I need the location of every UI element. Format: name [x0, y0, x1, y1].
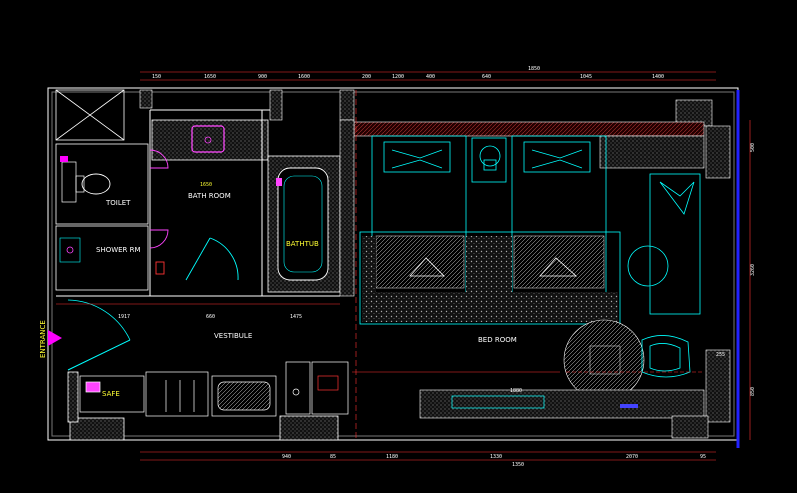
dim-top-9: 1400: [652, 74, 664, 80]
dim-top-3: 1600: [298, 74, 310, 80]
blue-mark: [620, 404, 638, 408]
room-label-shower: SHOWER RM: [96, 246, 141, 254]
window-bench-bottom: [419, 389, 705, 419]
nightstand: [471, 137, 507, 183]
wall-columns-right: [671, 125, 731, 439]
shaft-box: [55, 89, 125, 141]
dim-bottom-0: 940: [282, 454, 291, 460]
dim-bottom-3: 1330: [490, 454, 502, 460]
room-label-bath-room: BATH ROOM: [188, 192, 231, 200]
dim-bottom-1: 85: [330, 454, 336, 460]
dim-bottom-5: 1350: [512, 462, 524, 468]
dim-right-2: 850: [750, 387, 756, 396]
sink-basin: [191, 125, 225, 153]
dim-mid-3: 1650: [200, 182, 212, 188]
dim-mid-4: 1880: [510, 388, 522, 394]
dim-right-0: 500: [750, 143, 756, 152]
entrance-wall-bottom: [67, 371, 339, 441]
wall-column-mid: [339, 119, 355, 297]
armchair: [641, 335, 691, 378]
dim-right-1: 3260: [750, 264, 756, 276]
bathtub: [267, 155, 341, 293]
dim-bottom-4: 2070: [626, 454, 638, 460]
room-label-safe: SAFE: [102, 390, 120, 398]
dim-mid-0: 1917: [118, 314, 130, 320]
dim-top-1: 1650: [204, 74, 216, 80]
vanity-counter: [151, 119, 269, 161]
bedroom-carpet: [359, 231, 621, 325]
bathroom-doors: [149, 149, 239, 281]
entrance-door: [67, 299, 131, 371]
dim-mid-1: 660: [206, 314, 215, 320]
toilet-room: [55, 143, 149, 225]
round-table-set: [563, 319, 645, 401]
minibar: [285, 361, 349, 415]
dim-top-7: 640: [482, 74, 491, 80]
dim-top-2: 900: [258, 74, 267, 80]
desk-top: [451, 395, 545, 409]
bed-throw-pattern: [409, 257, 578, 277]
bed-throw-right: [513, 235, 605, 289]
room-label-toilet: TOILET: [105, 199, 131, 207]
toilet-bowl-icon: [81, 173, 111, 195]
shower-head-icon: [66, 246, 74, 254]
dim-top-5: 1200: [392, 74, 404, 80]
dim-mid-2: 1475: [290, 314, 302, 320]
dim-top-6: 400: [426, 74, 435, 80]
room-label-vestibule: VESTIBULE: [214, 332, 252, 340]
dim-top-4: 200: [362, 74, 371, 80]
room-label-entrance: ENTRANCE: [39, 320, 47, 358]
dimension-lines: [56, 71, 751, 461]
bathroom-walls: [56, 109, 340, 297]
wardrobe-hatch-right: [599, 135, 705, 169]
dim-bottom-2: 1180: [386, 454, 398, 460]
room-label-bathtub: BATHTUB: [286, 240, 319, 248]
shower-room: [55, 225, 149, 291]
sink-drain-icon: [204, 136, 212, 144]
safe-cabinet: [79, 375, 145, 413]
dim-top-overall: 1850: [528, 66, 540, 72]
chaise-lounge: [627, 173, 701, 315]
wall-columns-top: [139, 89, 713, 127]
dim-bottom-6: 95: [700, 454, 706, 460]
wardrobe-unit: [145, 371, 209, 417]
bed-throw-left: [375, 235, 465, 289]
window-sill-top: [353, 121, 705, 137]
dim-top-8: 1045: [580, 74, 592, 80]
room-label-bed-room: BED ROOM: [478, 336, 517, 344]
dim-top-0: 150: [152, 74, 161, 80]
carpet-hatch-bottom: [362, 292, 618, 322]
entrance-arrow-icon: [48, 330, 62, 346]
dim-right-3: 255: [716, 352, 725, 358]
luggage-rack: [211, 375, 277, 417]
